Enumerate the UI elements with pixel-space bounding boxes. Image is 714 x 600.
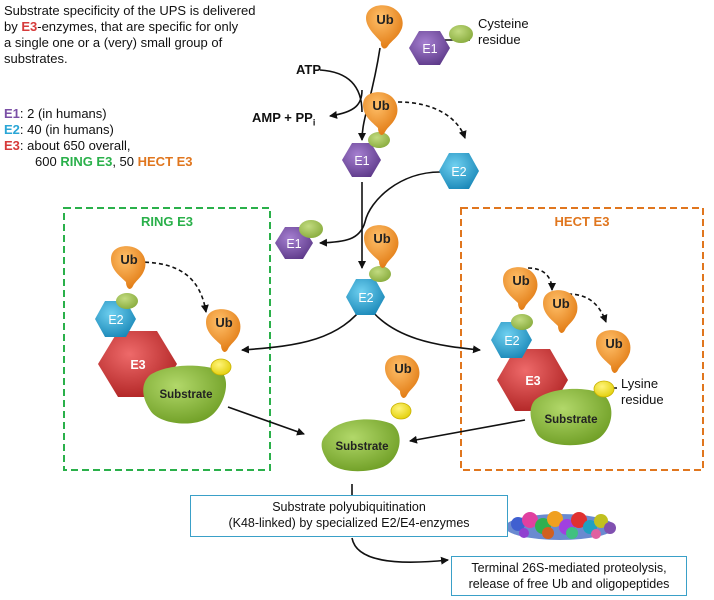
e3-label: E3 xyxy=(525,374,540,388)
e2-enzyme-center xyxy=(346,279,385,315)
proteasome-image xyxy=(505,511,616,540)
ub-ring-e2 xyxy=(111,246,146,289)
e2-enzyme-hect xyxy=(491,322,532,358)
e3-count: E3: about 650 overall, xyxy=(4,138,131,153)
e2-label: E2 xyxy=(108,313,123,327)
ring-e3-frame xyxy=(63,207,271,471)
substrate-label: Substrate xyxy=(335,441,388,453)
substrate-hect xyxy=(530,388,612,446)
intro-line-3: a single one or a (very) small group of xyxy=(4,35,223,50)
hect-e3-frame xyxy=(460,207,704,471)
polyubiquitination-box: Substrate polyubiquitination (K48-linked… xyxy=(190,495,508,537)
ub-e2 xyxy=(364,225,399,268)
lysine-label: Lysine residue xyxy=(621,376,664,407)
ub-label: Ub xyxy=(605,336,622,351)
e2-label: E2 xyxy=(358,291,373,305)
ring-e3-title: RING E3 xyxy=(141,214,193,229)
cysteine-label: Cysteine residue xyxy=(478,16,529,47)
substrate-label: Substrate xyxy=(544,414,597,426)
ub-center-substrate xyxy=(385,355,420,398)
ub-label: Ub xyxy=(512,273,529,288)
e3-label: E3 xyxy=(130,358,145,372)
ub-label: Ub xyxy=(372,98,389,113)
e2-count: E2: 40 (in humans) xyxy=(4,122,114,137)
ub-label: Ub xyxy=(120,252,137,267)
e1-label: E1 xyxy=(422,42,437,56)
intro-line-4: substrates. xyxy=(4,51,68,66)
cysteine-residue xyxy=(449,25,473,43)
substrate-center xyxy=(321,419,400,472)
proteolysis-box: Terminal 26S-mediated proteolysis, relea… xyxy=(451,556,687,596)
ub-label: Ub xyxy=(373,231,390,246)
ub-free xyxy=(366,5,403,49)
ub-e1 xyxy=(363,92,398,135)
intro-line-2: by E3-enzymes, that are specific for onl… xyxy=(4,19,239,34)
ub-label: Ub xyxy=(215,315,232,330)
e1-count: E1: 2 (in humans) xyxy=(4,106,107,121)
e3-highlight: E3 xyxy=(21,19,38,34)
amp-label: AMP + PPi xyxy=(252,110,316,128)
intro-text: Substrate specificity of the UPS is deli… xyxy=(4,3,255,67)
e1-label: E1 xyxy=(354,154,369,168)
ub-hect-e3 xyxy=(543,290,578,333)
ub-hect-substrate xyxy=(596,330,631,373)
e2-label: E2 xyxy=(451,165,466,179)
ub-label: Ub xyxy=(394,361,411,376)
ub-label: Ub xyxy=(552,296,569,311)
e1-label: E1 xyxy=(286,237,301,251)
atp-label: ATP xyxy=(296,62,322,77)
hect-e3-title: HECT E3 xyxy=(555,214,610,229)
ub-ring-substrate xyxy=(206,309,241,352)
ub-label: Ub xyxy=(376,12,393,27)
e2-label: E2 xyxy=(504,334,519,348)
e3-breakdown: 600 RING E3, 50 HECT E3 xyxy=(35,154,193,169)
enzyme-counts: E1: 2 (in humans) E2: 40 (in humans) E3:… xyxy=(4,106,193,170)
e2-enzyme-ring xyxy=(95,301,136,337)
e1-enzyme-middle xyxy=(342,143,381,177)
ub-hect-e2 xyxy=(503,267,538,310)
lysine-residue xyxy=(593,380,615,398)
e1-enzyme-top xyxy=(409,31,450,65)
intro-line-1: Substrate specificity of the UPS is deli… xyxy=(4,3,256,18)
e2-enzyme-right xyxy=(439,153,479,189)
substrate-label: Substrate xyxy=(159,389,212,401)
ubiquitin-molecules xyxy=(111,5,631,398)
substrate-ring xyxy=(143,365,227,424)
